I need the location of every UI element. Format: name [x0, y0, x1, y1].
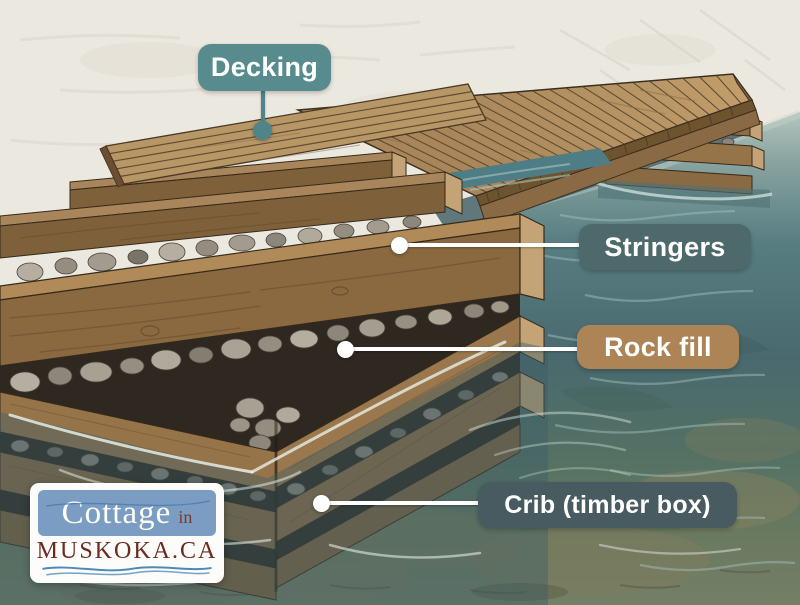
rock-fill-label: Rock fill: [577, 325, 739, 369]
stringer-beam-front: [0, 213, 545, 367]
crib-label-text: Crib (timber box): [504, 490, 711, 519]
crib-dot: [313, 495, 330, 512]
cottage-in-muskoka-logo: Cottage in MUSKOKA.CA: [30, 483, 224, 583]
stringers-dot: [391, 237, 408, 254]
lakebed-texture: [79, 569, 771, 597]
logo-word-in: in: [178, 507, 193, 528]
rock-fill-dot: [337, 341, 354, 358]
crib-label: Crib (timber box): [478, 482, 737, 528]
logo-blue-box: Cottage in: [38, 490, 216, 537]
deck-plank-gaps: [314, 75, 742, 193]
decking-leader-line: [261, 90, 265, 132]
rock-fill-leader-line: [345, 347, 577, 351]
stringer-beam-mid: [0, 171, 463, 259]
logo-waves-icon: [42, 566, 212, 576]
partial-decking: [99, 83, 487, 188]
logo-domain-text: MUSKOKA.CA: [36, 538, 218, 565]
stringers-label: Stringers: [579, 224, 751, 270]
decking-label: Decking: [198, 44, 331, 91]
rock-fill-label-text: Rock fill: [604, 331, 712, 362]
stringers-label-text: Stringers: [604, 231, 726, 262]
crib-leader-line: [321, 501, 478, 505]
rock-fill-top: [16, 215, 422, 282]
stringers-leader-line: [399, 243, 579, 247]
deck-rim-beam: [479, 109, 761, 225]
logo-flourish-line: [45, 500, 211, 507]
decking-label-text: Decking: [210, 52, 319, 82]
logo-word-cottage: Cottage: [61, 494, 172, 531]
decking-dot: [253, 121, 272, 140]
